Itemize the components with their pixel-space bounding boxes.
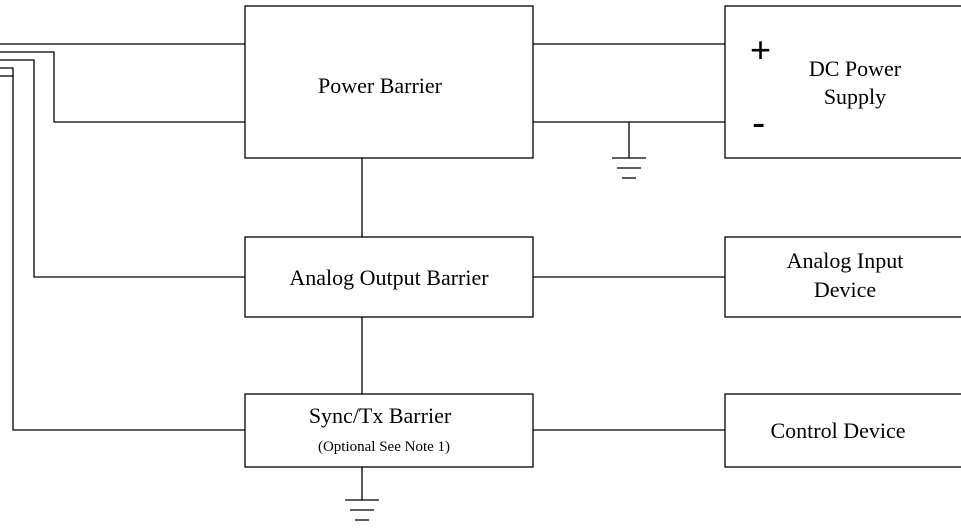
wire-left-bus-3: [0, 59, 245, 278]
minus-terminal-symbol: -: [752, 101, 765, 145]
ground-symbol-top: [612, 157, 646, 179]
analog-output-barrier-label: Analog Output Barrier: [289, 265, 489, 290]
analog-input-device-block: Analog Input Device: [724, 236, 961, 318]
analog-input-device-label-line2: Device: [814, 277, 876, 302]
control-device-label: Control Device: [770, 418, 905, 443]
wire-left-bus-4: [0, 67, 245, 431]
dc-power-supply-block: + - DC Power Supply: [724, 5, 961, 159]
plus-terminal-symbol: +: [750, 29, 771, 70]
sync-tx-barrier-block: Sync/Tx Barrier (Optional See Note 1): [244, 393, 534, 468]
control-device-block: Control Device: [724, 393, 961, 468]
ground-symbol-bottom: [345, 499, 379, 521]
analog-output-barrier-block: Analog Output Barrier: [244, 236, 534, 318]
wires: [0, 43, 725, 500]
power-barrier-label: Power Barrier: [318, 73, 443, 98]
wire-left-bus-2: [0, 51, 245, 123]
dc-power-supply-label-line1: DC Power: [809, 56, 902, 81]
sync-tx-barrier-label-line2: (Optional See Note 1): [318, 439, 450, 455]
power-barrier-block: Power Barrier: [244, 5, 534, 159]
dc-power-supply-label-line2: Supply: [824, 84, 886, 109]
analog-input-device-label-line1: Analog Input: [787, 248, 904, 273]
sync-tx-barrier-label-line1: Sync/Tx Barrier: [309, 403, 452, 428]
